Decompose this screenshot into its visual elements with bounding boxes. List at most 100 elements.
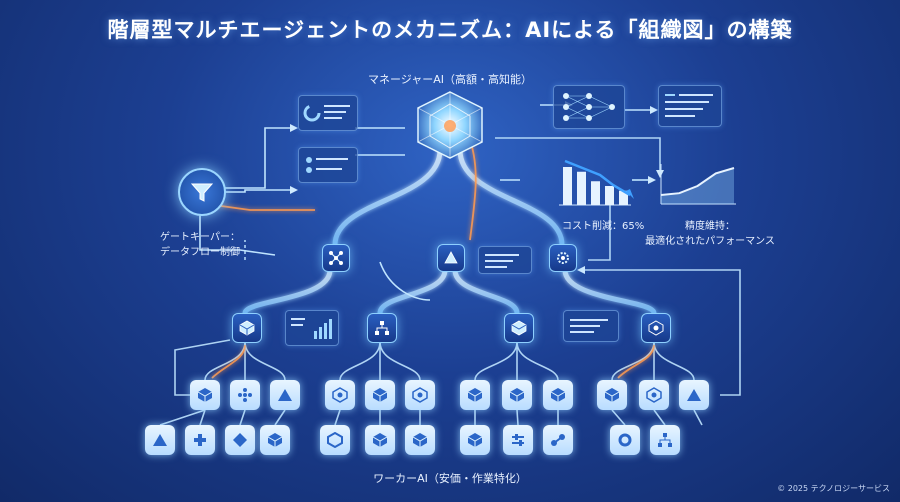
dots-icon bbox=[238, 388, 252, 402]
team-lead-node-2 bbox=[367, 313, 397, 343]
cost-reduction-label: コスト削減：65% bbox=[562, 221, 645, 232]
cube-icon bbox=[467, 388, 483, 402]
team-lead-node-3 bbox=[504, 313, 534, 343]
pyramid-icon bbox=[153, 434, 167, 446]
worker-ai-tile bbox=[365, 425, 395, 455]
info-panel-mid-left bbox=[298, 147, 358, 183]
worker-ai-tile bbox=[502, 380, 532, 410]
gatekeeper-label-line1: ゲートキーパー： bbox=[160, 232, 240, 243]
worker-ai-tile bbox=[543, 425, 573, 455]
network-icon bbox=[658, 433, 672, 447]
cube-icon bbox=[372, 433, 388, 447]
cube-icon bbox=[412, 433, 428, 447]
cube-icon bbox=[267, 433, 283, 447]
worker-ai-tile bbox=[260, 425, 290, 455]
manager-ai-label: マネージャーAI（高額・高知能） bbox=[368, 73, 532, 86]
text-lines-icon bbox=[485, 254, 519, 268]
cube-icon bbox=[604, 388, 620, 402]
worker-ai-tile bbox=[503, 425, 533, 455]
worker-ai-label: ワーカーAI（安価・作業特化） bbox=[373, 472, 527, 485]
cost-bar bbox=[563, 167, 572, 205]
worker-ai-tile bbox=[190, 380, 220, 410]
neural-network-panel bbox=[553, 85, 625, 129]
gatekeeper-node bbox=[178, 168, 226, 216]
worker-ai-tile bbox=[230, 380, 260, 410]
worker-ai-tile bbox=[639, 380, 669, 410]
worker-ai-tile bbox=[270, 380, 300, 410]
worker-ai-tile bbox=[610, 425, 640, 455]
worker-ai-tile bbox=[650, 425, 680, 455]
perf-line bbox=[660, 167, 735, 196]
manager-node bbox=[412, 90, 488, 160]
pyramid-icon bbox=[278, 389, 292, 401]
pyramid-icon bbox=[444, 251, 458, 264]
hierarchy-icon bbox=[375, 321, 389, 335]
cost-bar bbox=[619, 190, 628, 205]
cube-icon bbox=[239, 320, 255, 336]
gear-icon bbox=[557, 252, 569, 264]
cube-icon bbox=[509, 388, 525, 402]
molecule-icon bbox=[648, 320, 664, 336]
worker-ai-tile bbox=[460, 425, 490, 455]
worker-ai-tile bbox=[325, 380, 355, 410]
info-panel-top-left bbox=[298, 95, 358, 131]
molecule-icon bbox=[332, 387, 348, 403]
hexagon-icon bbox=[327, 432, 343, 448]
network-icon bbox=[329, 251, 343, 265]
sub-manager-node-center bbox=[437, 244, 465, 272]
cost-trend-arrow bbox=[626, 189, 634, 199]
performance-chart bbox=[660, 164, 736, 205]
text-lines-icon bbox=[570, 319, 608, 333]
worker-ai-tile bbox=[365, 380, 395, 410]
cost-trend-line bbox=[564, 159, 631, 197]
worker-ai-tile bbox=[320, 425, 350, 455]
info-panel-right-mid bbox=[563, 310, 619, 342]
cost-reduction-chart bbox=[559, 159, 634, 206]
cube-icon bbox=[467, 433, 483, 447]
cube-icon bbox=[550, 388, 566, 402]
worker-ai-tile bbox=[225, 425, 255, 455]
pyramid-icon bbox=[687, 389, 701, 401]
info-panel-left-mid bbox=[285, 310, 339, 346]
crystal-polyhedron-icon bbox=[417, 91, 483, 159]
cube-icon bbox=[372, 388, 388, 402]
performance-label-line2: 最適化されたパフォーマンス bbox=[645, 236, 775, 247]
worker-ai-tile bbox=[145, 425, 175, 455]
gatekeeper-label: ゲートキーパー： データフロー制御 bbox=[140, 228, 260, 258]
worker-ai-tile bbox=[405, 380, 435, 410]
worker-ai-tile bbox=[597, 380, 627, 410]
gatekeeper-label-line2: データフロー制御 bbox=[160, 247, 240, 258]
worker-ai-tile bbox=[679, 380, 709, 410]
cost-bar bbox=[577, 171, 586, 205]
worker-ai-tile bbox=[185, 425, 215, 455]
worker-ai-tile bbox=[543, 380, 573, 410]
team-lead-node-1 bbox=[232, 313, 262, 343]
diamond-icon bbox=[233, 433, 247, 447]
molecule-icon bbox=[646, 387, 662, 403]
cost-bar bbox=[605, 186, 614, 205]
info-panel-top-right bbox=[658, 85, 722, 127]
performance-label-line1: 精度維持： bbox=[685, 221, 735, 232]
funnel-icon bbox=[190, 183, 214, 202]
ring-icon bbox=[618, 433, 632, 447]
donut-chart-icon bbox=[303, 104, 350, 122]
worker-ai-tile bbox=[460, 380, 490, 410]
link-icon bbox=[551, 434, 565, 446]
molecule-icon bbox=[412, 387, 428, 403]
list-icon bbox=[665, 94, 713, 117]
info-panel-center bbox=[478, 246, 532, 274]
sub-manager-node-right bbox=[549, 244, 577, 272]
cost-bar bbox=[591, 181, 600, 205]
worker-ai-tile bbox=[405, 425, 435, 455]
page-title: 階層型マルチエージェントのメカニズム：AIによる「組織図」の構築 bbox=[107, 18, 793, 42]
cube-icon bbox=[197, 388, 213, 402]
sub-manager-node-left bbox=[322, 244, 350, 272]
sliders-icon bbox=[512, 434, 524, 446]
mini-bar-chart-icon bbox=[291, 318, 332, 339]
performance-label: 精度維持： 最適化されたパフォーマンス bbox=[640, 217, 780, 247]
plus-icon bbox=[194, 434, 206, 446]
team-lead-node-4 bbox=[641, 313, 671, 343]
dashboard-icon bbox=[306, 157, 348, 173]
